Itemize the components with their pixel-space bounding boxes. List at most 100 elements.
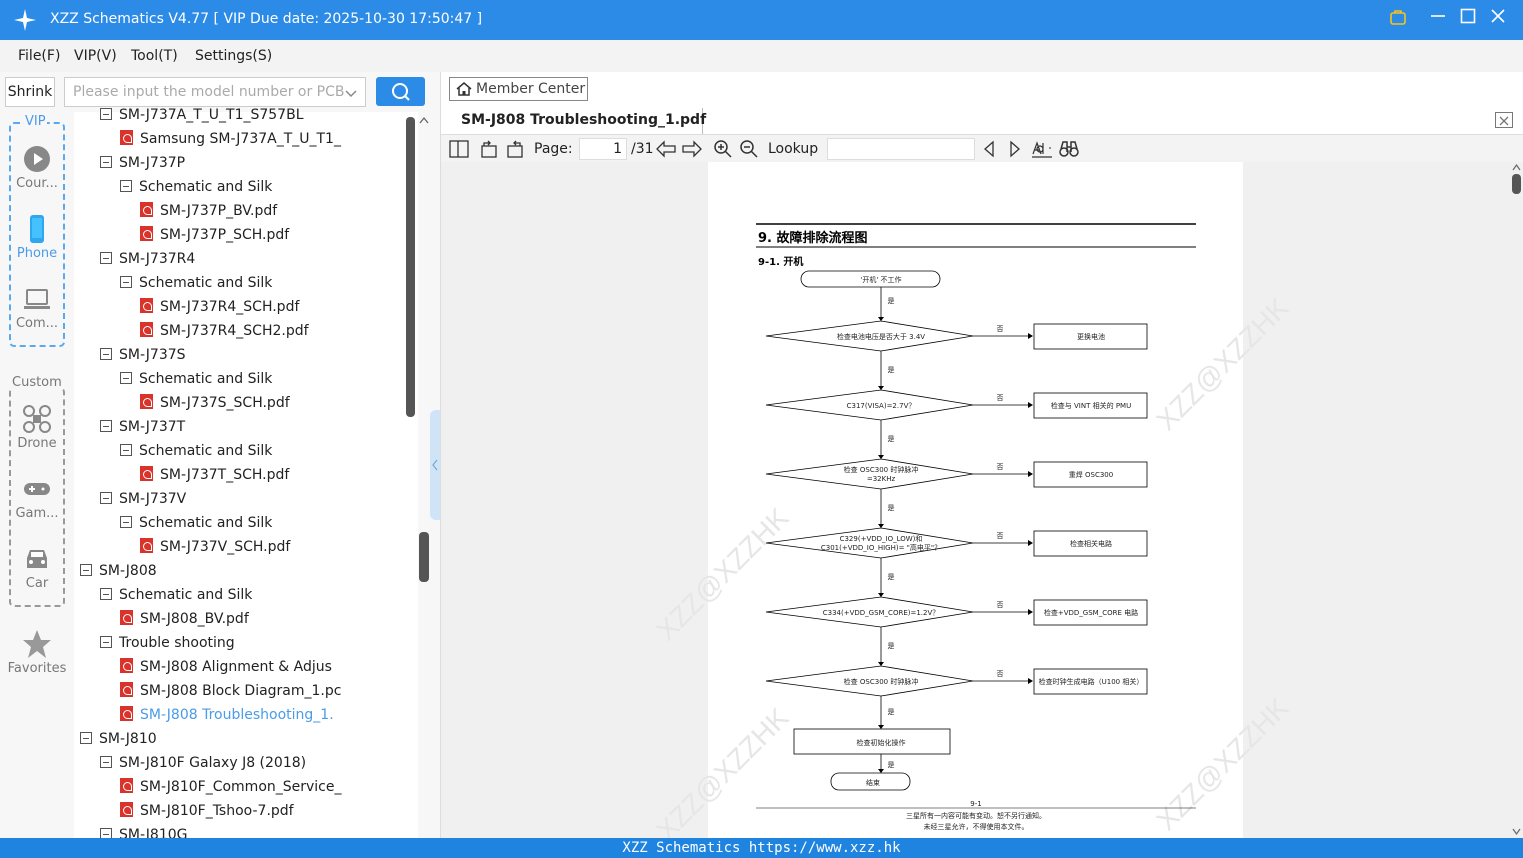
zoom-out-icon[interactable] bbox=[739, 139, 759, 159]
model-search-input[interactable]: Please input the model number or PCB bbox=[64, 77, 366, 107]
flow-yes-label: 是 bbox=[888, 366, 895, 374]
tab-document[interactable]: SM-J808 Troubleshooting_1.pdf bbox=[449, 108, 706, 134]
member-center-button[interactable]: Member Center bbox=[449, 77, 588, 101]
minimize-button[interactable] bbox=[1427, 8, 1449, 30]
maximize-button[interactable] bbox=[1457, 8, 1479, 30]
tree-file-item[interactable]: SM-J810F_Common_Service_ bbox=[120, 776, 406, 798]
tree-file-item[interactable]: SM-J808 Block Diagram_1.pc bbox=[120, 680, 406, 702]
collapse-toggle-icon[interactable] bbox=[80, 732, 92, 744]
tree-file-item[interactable]: SM-J737T_SCH.pdf bbox=[140, 464, 406, 486]
vip-bag-icon[interactable] bbox=[1387, 8, 1409, 30]
tree-folder-item[interactable]: Schematic and Silk bbox=[120, 176, 406, 198]
tree-file-item[interactable]: SM-J737R4_SCH.pdf bbox=[140, 296, 406, 318]
collapse-toggle-icon[interactable] bbox=[80, 564, 92, 576]
scroll-up-icon[interactable] bbox=[1512, 163, 1521, 171]
collapse-toggle-icon[interactable] bbox=[120, 516, 132, 528]
collapse-toggle-icon[interactable] bbox=[120, 180, 132, 192]
lookup-input[interactable] bbox=[827, 138, 975, 160]
tree-folder-item[interactable]: Schematic and Silk bbox=[120, 440, 406, 462]
close-button[interactable] bbox=[1487, 8, 1509, 30]
document-pane: Member Center SM-J808 Troubleshooting_1.… bbox=[441, 72, 1523, 852]
play-icon bbox=[24, 146, 50, 172]
category-courses[interactable]: Cour... bbox=[0, 144, 74, 191]
zoom-in-icon[interactable] bbox=[713, 139, 733, 159]
tree-folder-item[interactable]: SM-J737P bbox=[100, 152, 406, 174]
binoculars-icon[interactable] bbox=[1058, 139, 1080, 159]
category-car[interactable]: Car bbox=[0, 544, 74, 591]
tree-file-item[interactable]: SM-J808 Alignment & Adjus bbox=[120, 656, 406, 678]
tree-file-item[interactable]: SM-J808 Troubleshooting_1. bbox=[120, 704, 406, 726]
tree-folder-item[interactable]: Schematic and Silk bbox=[120, 368, 406, 390]
tree-file-item[interactable]: SM-J810F_Tshoo-7.pdf bbox=[120, 800, 406, 822]
find-next-icon[interactable] bbox=[1007, 139, 1023, 159]
collapse-toggle-icon[interactable] bbox=[100, 756, 112, 768]
menu-tool[interactable]: Tool(T) bbox=[131, 48, 178, 64]
collapse-toggle-icon[interactable] bbox=[100, 420, 112, 432]
flow-decision-node bbox=[765, 458, 974, 490]
tree-file-item[interactable]: Samsung SM-J737A_T_U_T1_ bbox=[120, 128, 406, 150]
tree-folder-item[interactable]: SM-J737S bbox=[100, 344, 406, 366]
collapse-toggle-icon[interactable] bbox=[100, 492, 112, 504]
tree-file-item[interactable]: SM-J737P_SCH.pdf bbox=[140, 224, 406, 246]
pdf-viewer[interactable]: XZZ@XZZHK XZZ@XZZHK XZZ@XZZHK XZZ@XZZHK … bbox=[441, 162, 1523, 852]
menu-file[interactable]: File(F) bbox=[18, 48, 61, 64]
menu-vip[interactable]: VIP(V) bbox=[74, 48, 117, 64]
tree-folder-item[interactable]: SM-J810 bbox=[80, 728, 406, 750]
sidebar-toggle-icon[interactable] bbox=[449, 139, 469, 159]
rotate-left-icon[interactable] bbox=[479, 139, 499, 159]
collapse-pane-handle[interactable] bbox=[430, 410, 440, 520]
watermark-1: XZZ@XZZHK bbox=[650, 502, 795, 647]
tree-folder-item[interactable]: SM-J810F Galaxy J8 (2018) bbox=[100, 752, 406, 774]
tree-folder-item[interactable]: SM-J737A_T_U_T1_S757BL bbox=[100, 104, 406, 126]
collapse-toggle-icon[interactable] bbox=[100, 636, 112, 648]
category-drone[interactable]: Drone bbox=[0, 404, 74, 451]
tree-file-item[interactable]: SM-J737V_SCH.pdf bbox=[140, 536, 406, 558]
category-game[interactable]: Gam... bbox=[0, 474, 74, 521]
collapse-toggle-icon[interactable] bbox=[100, 588, 112, 600]
collapse-toggle-icon[interactable] bbox=[100, 252, 112, 264]
rotate-right-icon[interactable] bbox=[505, 139, 525, 159]
tree-folder-item[interactable]: SM-J737R4 bbox=[100, 248, 406, 270]
flow-final-step-label: 检查初始化操作 bbox=[857, 738, 906, 747]
prev-page-icon[interactable] bbox=[655, 139, 677, 159]
match-case-icon[interactable] bbox=[1031, 139, 1053, 159]
collapse-toggle-icon[interactable] bbox=[100, 348, 112, 360]
category-phone[interactable]: Phone bbox=[0, 214, 74, 261]
tree-file-item[interactable]: SM-J737R4_SCH2.pdf bbox=[140, 320, 406, 342]
tree-folder-item[interactable]: SM-J737V bbox=[100, 488, 406, 510]
scroll-up-icon[interactable] bbox=[419, 116, 429, 124]
collapse-toggle-icon[interactable] bbox=[120, 276, 132, 288]
collapse-toggle-icon[interactable] bbox=[120, 372, 132, 384]
pane-divider[interactable] bbox=[440, 72, 441, 838]
category-favorites[interactable]: Favorites bbox=[0, 629, 74, 676]
tree-item-label: SM-J737V_SCH.pdf bbox=[160, 539, 291, 555]
tree-folder-item[interactable]: Trouble shooting bbox=[100, 632, 406, 654]
scroll-down-icon[interactable] bbox=[1512, 828, 1521, 836]
tree-file-item[interactable]: SM-J808_BV.pdf bbox=[120, 608, 406, 630]
category-computer[interactable]: Com... bbox=[0, 284, 74, 331]
tree-folder-item[interactable]: SM-J808 bbox=[80, 560, 406, 582]
collapse-toggle-icon[interactable] bbox=[120, 444, 132, 456]
watermark-4: XZZ@XZZHK bbox=[1150, 692, 1295, 837]
collapse-toggle-icon[interactable] bbox=[100, 156, 112, 168]
tree-folder-item[interactable]: Schematic and Silk bbox=[100, 584, 406, 606]
pdf-scrollbar[interactable] bbox=[1510, 162, 1523, 838]
tree-file-item[interactable]: SM-J737P_BV.pdf bbox=[140, 200, 406, 222]
tree-scrollbar-thumb[interactable] bbox=[406, 117, 415, 417]
page-number-input[interactable]: 1 bbox=[579, 138, 627, 160]
shrink-button[interactable]: Shrink bbox=[5, 77, 55, 107]
menu-settings[interactable]: Settings(S) bbox=[195, 48, 273, 64]
find-prev-icon[interactable] bbox=[981, 139, 997, 159]
close-tab-icon[interactable] bbox=[1495, 112, 1513, 128]
tree-file-item[interactable]: SM-J737S_SCH.pdf bbox=[140, 392, 406, 414]
pdf-scrollbar-thumb[interactable] bbox=[1512, 174, 1521, 194]
collapse-toggle-icon[interactable] bbox=[100, 108, 112, 120]
chevron-down-icon[interactable] bbox=[345, 78, 357, 109]
tree-folder-item[interactable]: Schematic and Silk bbox=[120, 272, 406, 294]
tree-outer-scrollbar-thumb[interactable] bbox=[419, 532, 429, 582]
tree-folder-item[interactable]: Schematic and Silk bbox=[120, 512, 406, 534]
tree-folder-item[interactable]: SM-J737T bbox=[100, 416, 406, 438]
search-button[interactable] bbox=[376, 77, 425, 106]
flow-no-label: 否 bbox=[997, 463, 1004, 471]
next-page-icon[interactable] bbox=[681, 139, 703, 159]
